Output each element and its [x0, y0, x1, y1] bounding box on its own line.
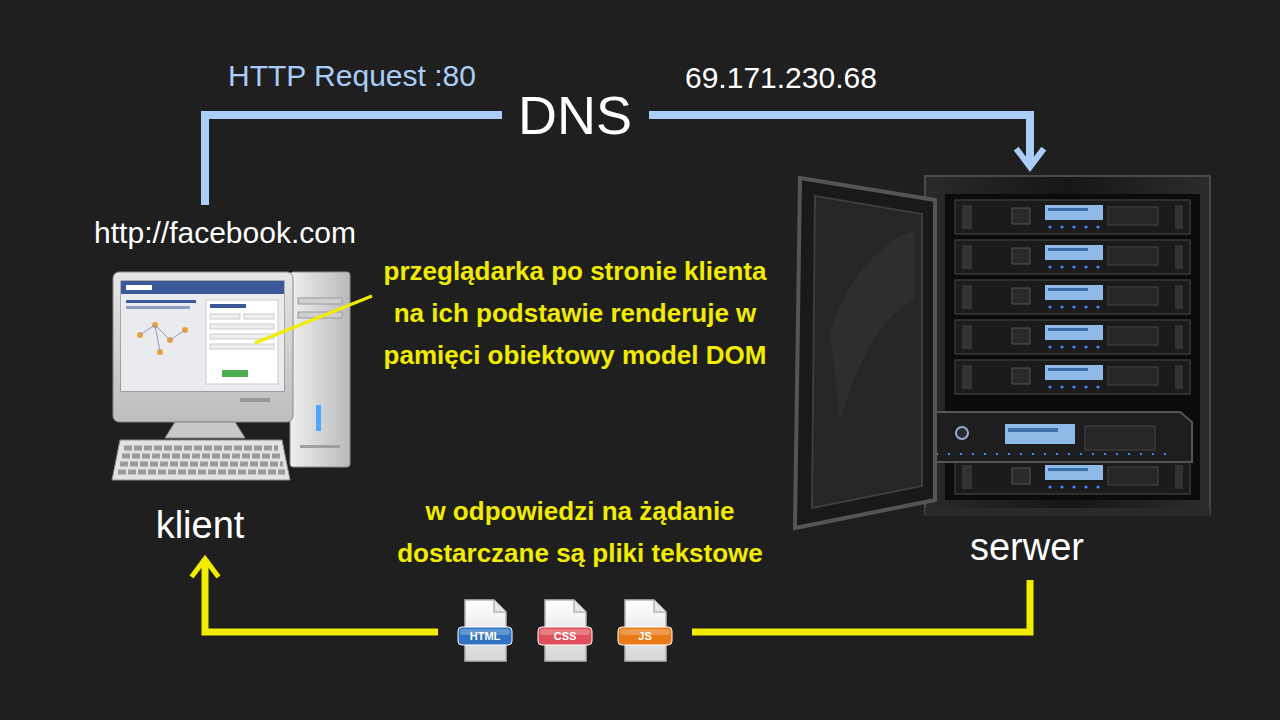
- node-label: DNS: [518, 84, 632, 146]
- connector: [193, 559, 438, 632]
- leader-line: [255, 296, 372, 343]
- computer-illustration: [112, 272, 350, 480]
- file-type: JS: [618, 627, 672, 645]
- file-type: CSS: [538, 627, 592, 645]
- html-file-icon: HTML: [456, 598, 514, 664]
- node-label: serwer: [947, 525, 1107, 569]
- dns-box: DNS: [504, 84, 647, 146]
- server-illustration: [795, 176, 1210, 528]
- edge-label: HTTP Request :80: [224, 58, 480, 94]
- arrow-head: [193, 559, 217, 575]
- file-type: HTML: [458, 627, 512, 645]
- client-computer: http://facebook.com klient: [80, 205, 370, 555]
- note-text: przeglądarka po stronie klienta na ich p…: [375, 250, 775, 376]
- node-label: klient: [80, 503, 320, 547]
- arrow-head: [1018, 151, 1042, 167]
- edge-label: 69.171.230.68: [681, 60, 881, 96]
- url-text: http://facebook.com: [80, 215, 370, 251]
- connector-line: [649, 115, 1030, 167]
- server-cabinet: serwer: [790, 165, 1220, 580]
- connector: [205, 115, 502, 205]
- note-text: w odpowiedzi na żądanie dostarczane są p…: [350, 490, 810, 574]
- connector-line: [205, 559, 438, 632]
- connector-line: [692, 580, 1030, 632]
- connector: [649, 115, 1042, 167]
- connector-line: [205, 115, 502, 205]
- css-file-icon: CSS: [536, 598, 594, 664]
- js-file-icon: JS: [616, 598, 674, 664]
- connector: [692, 580, 1030, 632]
